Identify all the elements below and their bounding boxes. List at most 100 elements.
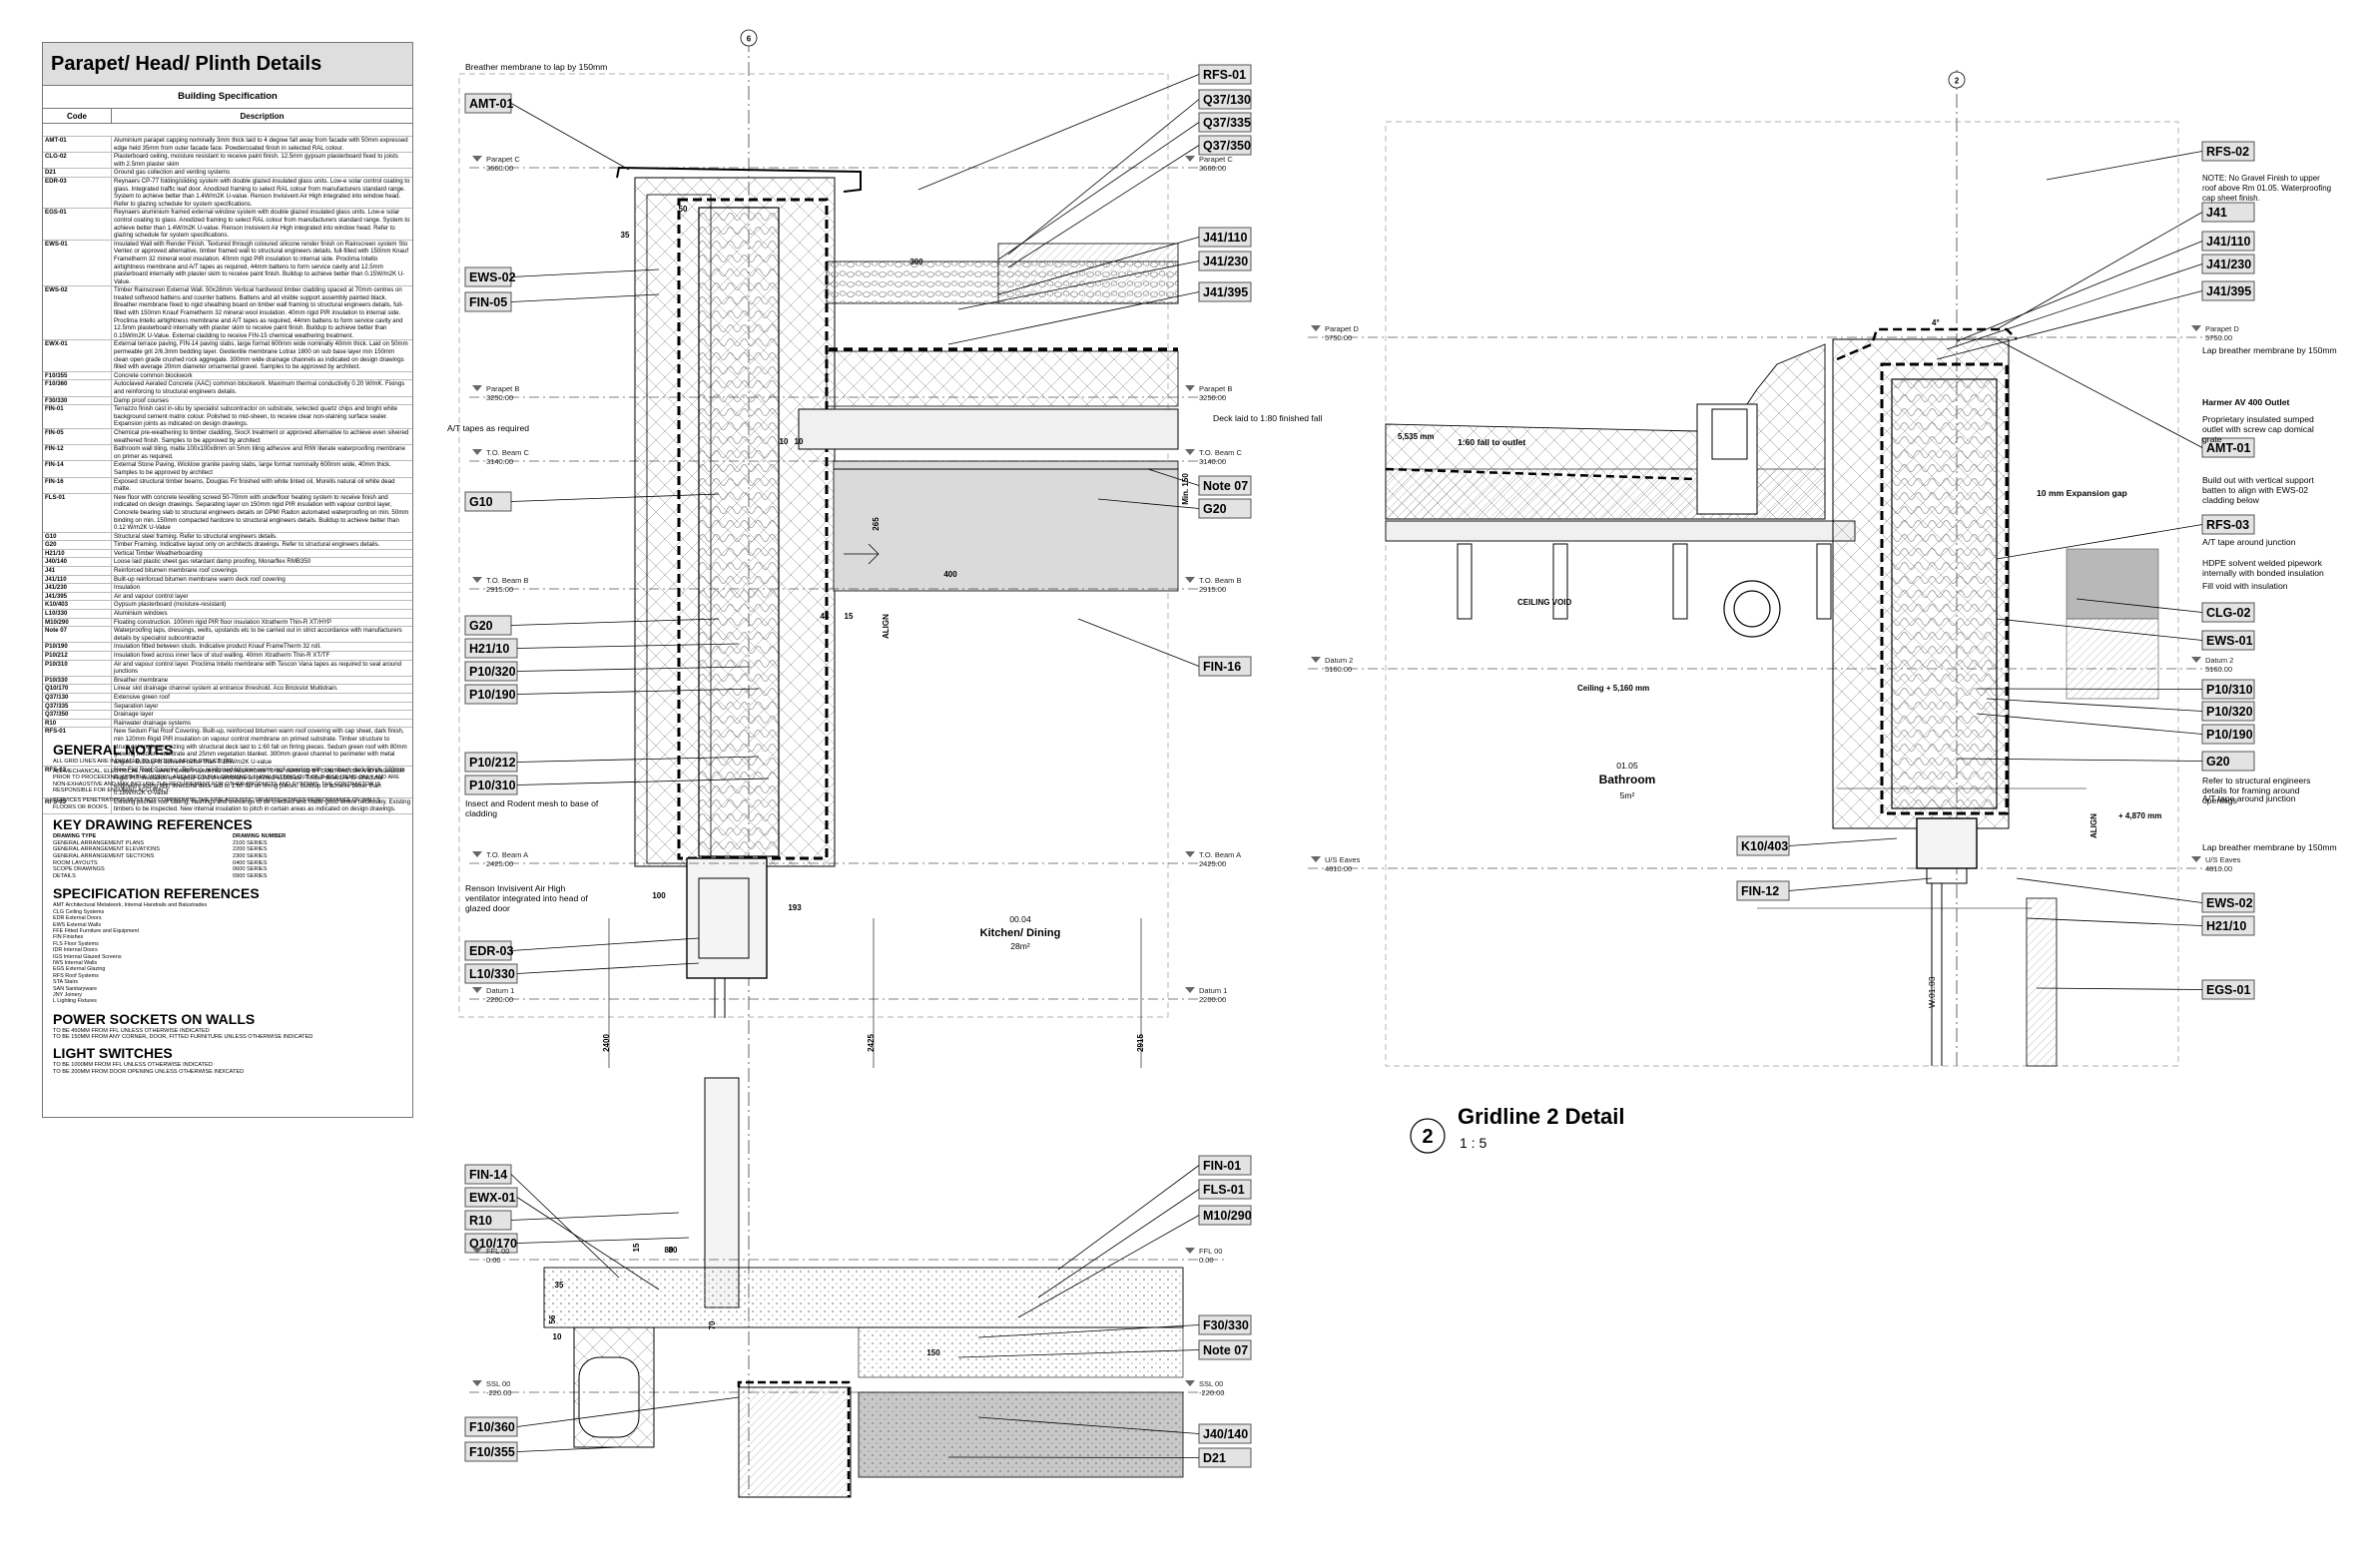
spec-code: J41/110 (43, 575, 112, 585)
dimension-value: 15 (845, 612, 854, 621)
spec-tag-label: D21 (1203, 1451, 1226, 1465)
spec-ref-item: FLS Floor Systems (53, 940, 99, 947)
level-value: -220.00 (486, 1388, 511, 1397)
level-name: Datum 1 (1199, 986, 1227, 995)
level-name: Parapet B (486, 384, 519, 393)
leader-line (1996, 618, 2203, 641)
key-drawing-number: 0600 SERIES (233, 866, 268, 873)
spec-tag-label: G20 (2206, 755, 2230, 769)
spec-code: AMT-01 (43, 136, 112, 154)
spec-code: F10/360 (43, 379, 112, 397)
spec-tag-label: J41/110 (1203, 231, 1248, 245)
spec-code: P10/212 (43, 651, 112, 661)
spec-description: Reinforced bitumen membrane roof coverin… (111, 566, 412, 576)
room-area: 28m² (1010, 941, 1030, 951)
spec-code: Note 07 (43, 626, 112, 644)
spec-code: FIN-12 (43, 444, 112, 462)
level-marker: SSL 00-220.00 (472, 1379, 511, 1397)
spec-tag-label: Q10/170 (469, 1237, 517, 1251)
spec-code: H21/10 (43, 549, 112, 559)
spec-tag-label: FIN-12 (1741, 884, 1779, 898)
spec-tag-label: EWS-02 (2206, 896, 2253, 910)
gridline-number: 6 (747, 35, 752, 44)
lap-membrane-note: Lap breather membrane by 150mm (2202, 842, 2337, 852)
detail-number: 2 (1422, 1126, 1433, 1148)
spec-tag: FIN-12 (1736, 877, 1933, 901)
level-value: 2915.00 (486, 585, 513, 594)
power-note: TO BE 150mm FROM ANY CORNER, DOOR, FITTE… (53, 1034, 313, 1041)
spec-tag: J40/140 (977, 1416, 1252, 1444)
spec-tag: Note 07 (1147, 468, 1252, 496)
leader-line (516, 666, 750, 672)
leader-line (510, 103, 630, 171)
level-triangle-icon (1185, 987, 1195, 993)
spec-tag: G10 (464, 491, 720, 512)
level-value: 3660.00 (1199, 164, 1226, 173)
leader-line (510, 937, 700, 951)
spec-tag-label: R10 (469, 1214, 492, 1228)
spec-tag: FIN-01 (1057, 1155, 1252, 1271)
general-note: ALL MECHANICAL, ELECTRICAL, FIRE SAFETY … (53, 768, 404, 794)
spec-tag: EWS-01 (1996, 618, 2255, 651)
gridline-bubble: 6 (740, 29, 758, 47)
spec-description: Air and vapour control layer. Proclima I… (111, 660, 412, 677)
leader-line (2076, 598, 2203, 613)
spec-code: RFS-01 (43, 727, 112, 768)
level-value: 4810.00 (2205, 864, 2232, 873)
spec-tag: AMT-01 (1996, 338, 2255, 458)
level-name: T.O. Beam C (486, 448, 530, 457)
spec-code: CLG-02 (43, 152, 112, 170)
level-name: Parapet D (1325, 324, 1359, 333)
leader-line (947, 291, 1200, 345)
spec-tag-label: EWS-02 (469, 270, 516, 284)
level-name: T.O. Beam B (1199, 576, 1242, 585)
spec-description: Bathroom wall tiling, matte 100x100x8mm … (111, 444, 412, 462)
spec-ref-item: L Lighting Fixtures (53, 998, 97, 1005)
key-drawings-table: DRAWING TYPE DRAWING NUMBER GENERAL ARRA… (53, 833, 404, 879)
key-drawing-number: 2300 SERIES (233, 852, 268, 859)
leader-line (1788, 837, 1898, 846)
harmer-outlet-note: Harmer AV 400 Outlet (2202, 397, 2290, 407)
dimension-value: 10 (553, 1332, 562, 1341)
level-name: FFL 00 (1199, 1247, 1222, 1256)
spec-tag: J41/395 (1936, 280, 2255, 360)
spec-tag: M10/290 (1017, 1205, 1252, 1318)
room-name: Bathroom (1599, 773, 1656, 786)
spec-ref-item: STA Stairs (53, 979, 79, 986)
level-name: T.O. Beam A (486, 850, 528, 859)
spec-description: Insulation fixed across inner face of st… (111, 651, 412, 661)
level-triangle-icon (1185, 577, 1195, 583)
spec-tag-label: F10/355 (469, 1445, 515, 1459)
spec-tag: J41/110 (1956, 231, 2255, 342)
spec-tag: EDR-03 (464, 937, 700, 961)
leader-line (510, 1174, 620, 1279)
align-label: ALIGN (2089, 813, 2098, 838)
level-value: 3250.00 (1199, 393, 1226, 402)
spec-code: RFS-02 (43, 766, 112, 798)
leader-line (516, 1396, 740, 1427)
spec-description: Rainwater drainage systems (111, 719, 412, 729)
spec-tag-label: P10/320 (2206, 705, 2253, 719)
power-heading: POWER SOCKETS ON WALLS (53, 1010, 256, 1027)
spec-ref-item: IDR Internal Doors (53, 947, 98, 954)
level-value: 2425.00 (486, 859, 513, 868)
spec-ref-item: JNY Joinery (53, 992, 82, 998)
spec-ref-item: FIN Finishes (53, 934, 84, 941)
level-triangle-icon (472, 156, 482, 162)
